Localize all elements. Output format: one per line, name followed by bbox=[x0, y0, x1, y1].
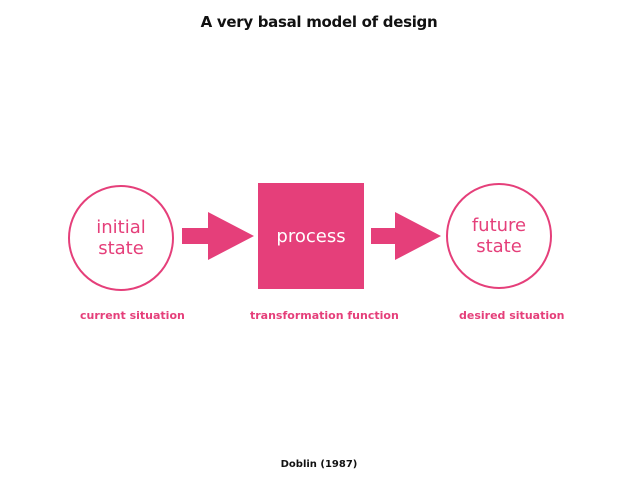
future-state-line-2: state bbox=[476, 236, 522, 257]
process-label: process bbox=[276, 225, 346, 247]
current-situation-caption: current situation bbox=[80, 309, 185, 322]
arrow-right-icon bbox=[371, 212, 441, 260]
desired-situation-caption: desired situation bbox=[459, 309, 565, 322]
future-state-node: future state bbox=[446, 183, 552, 289]
process-node: process bbox=[258, 183, 364, 289]
diagram-title: A very basal model of design bbox=[200, 13, 438, 31]
initial-state-node: initial state bbox=[68, 185, 174, 291]
citation: Doblin (1987) bbox=[280, 459, 358, 470]
initial-state-line-1: initial bbox=[96, 217, 146, 238]
arrow-right-icon bbox=[182, 212, 254, 260]
initial-state-line-2: state bbox=[98, 238, 144, 259]
future-state-line-1: future bbox=[471, 215, 527, 236]
transformation-function-caption: transformation function bbox=[250, 309, 399, 322]
